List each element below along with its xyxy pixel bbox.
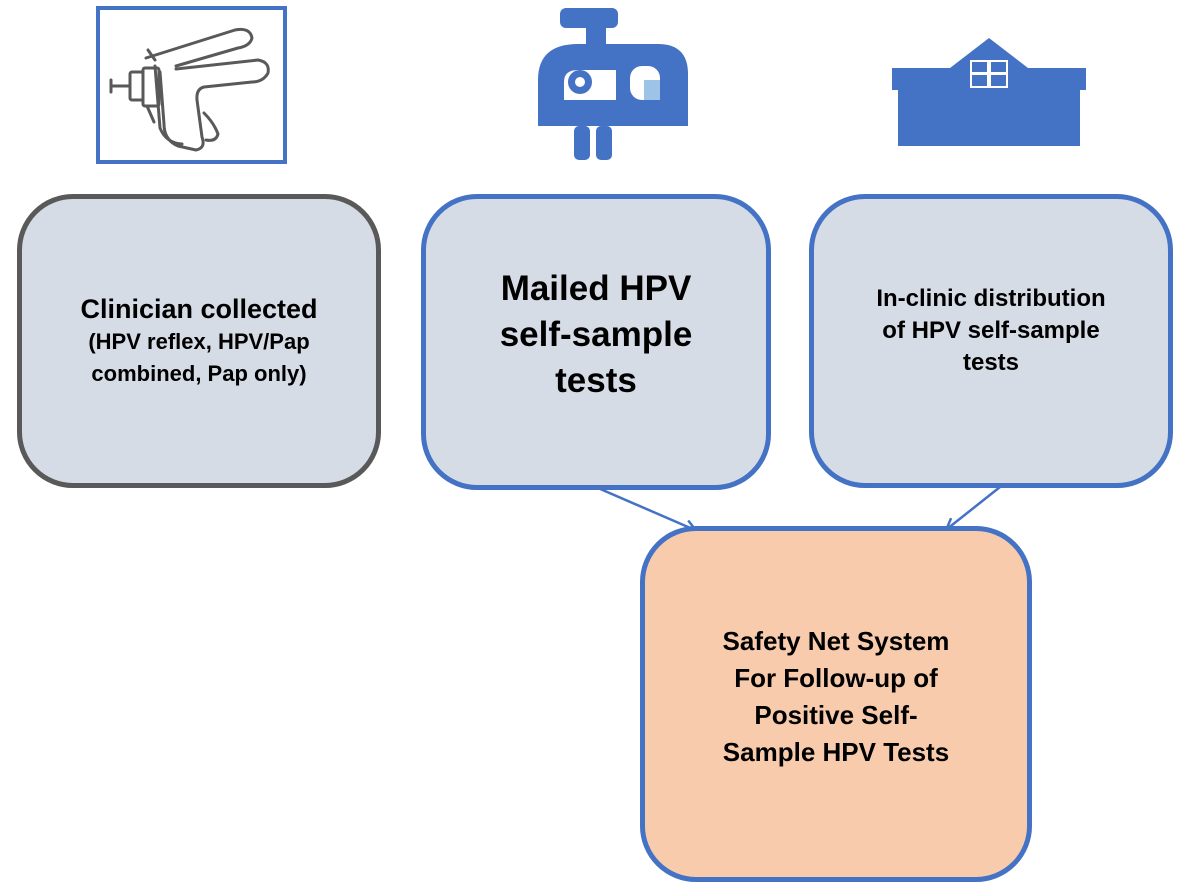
node-mailed-self-sample: Mailed HPV self-sample tests [421, 194, 771, 490]
node-inclinic-line-1: In-clinic distribution [876, 285, 1106, 312]
speculum-icon-frame [96, 6, 287, 164]
node-safety-line-3: Positive Self- [754, 700, 918, 730]
node-safety-net-system: Safety Net System For Follow-up of Posit… [640, 526, 1032, 882]
node-in-clinic-distribution: In-clinic distribution of HPV self-sampl… [809, 194, 1173, 488]
node-clinician-detail-line-1: (HPV reflex, HPV/Pap [88, 329, 310, 354]
node-safety-line-2: For Follow-up of [734, 663, 938, 693]
node-clinician-title: Clinician collected [80, 294, 318, 324]
speculum-icon [109, 27, 270, 152]
node-mailed-line-2: self-sample [499, 315, 693, 354]
node-safety-line-1: Safety Net System [722, 626, 950, 656]
node-clinician-collected: Clinician collected (HPV reflex, HPV/Pap… [17, 194, 381, 488]
node-clinician-detail-line-2: combined, Pap only) [91, 361, 307, 386]
arrow-mailed-to-safety-net [597, 486, 695, 530]
node-inclinic-line-3: tests [962, 349, 1020, 376]
mailbox-icon [538, 8, 688, 160]
node-safety-line-4: Sample HPV Tests [722, 737, 950, 767]
node-inclinic-line-2: of HPV self-sample [882, 317, 1100, 344]
node-mailed-line-1: Mailed HPV [500, 269, 692, 308]
node-mailed-line-3: tests [555, 361, 637, 400]
clinic-building-icon [892, 38, 1086, 146]
arrow-inclinic-to-safety-net [947, 486, 1001, 529]
